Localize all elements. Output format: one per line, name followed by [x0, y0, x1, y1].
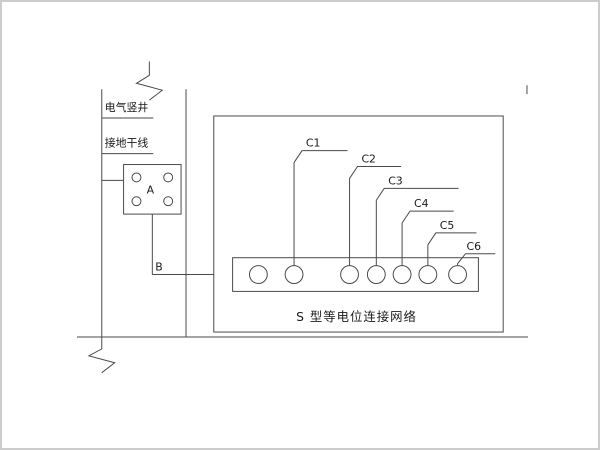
device-a-group: A — [101, 164, 182, 215]
device-a-box — [123, 164, 182, 215]
break-symbol-bottom — [87, 336, 116, 374]
leader-line-c3 — [375, 187, 459, 266]
leader-label-c2: C2 — [361, 153, 376, 166]
leader-c6: C6 — [457, 240, 496, 266]
shaft-label: 电气竖井 — [105, 100, 149, 114]
leader-line-c4 — [401, 210, 454, 266]
leader-c1: C1 — [293, 137, 348, 266]
leader-c4: C4 — [401, 197, 454, 266]
trunk-label: 接地干线 — [105, 136, 149, 150]
busbar-terminal — [284, 265, 304, 284]
leader-line-c5 — [427, 232, 477, 266]
busbar-terminal — [448, 265, 468, 284]
leader-line-c2 — [349, 166, 402, 266]
busbar-terminal — [340, 265, 359, 284]
leader-label-c1: C1 — [306, 137, 321, 150]
shaft-group — [101, 61, 187, 337]
busbar-terminal — [366, 265, 386, 284]
device-a-hole — [163, 196, 174, 207]
leader-label-c5: C5 — [440, 219, 455, 232]
busbar-terminal — [248, 265, 268, 284]
leader-label-c4: C4 — [414, 197, 429, 210]
leader-line-c6 — [457, 253, 496, 266]
leader-c3: C3 — [375, 174, 459, 266]
busbar-terminal — [392, 265, 412, 284]
network-title: S 型等电位连接网络 — [296, 309, 417, 324]
device-a-hole — [163, 172, 174, 183]
busbar-terminal — [418, 265, 438, 284]
leader-label-c6: C6 — [467, 240, 482, 253]
busbar-group — [232, 257, 479, 292]
device-a-hole — [131, 196, 142, 207]
device-a-label: A — [147, 183, 155, 196]
leader-c2: C2 — [349, 153, 402, 266]
network-boundary-box — [213, 115, 504, 333]
leader-label-c3: C3 — [388, 174, 403, 187]
break-symbol-top — [135, 61, 164, 101]
leader-line-c1 — [293, 150, 348, 266]
device-a-hole — [131, 172, 142, 183]
leader-c5: C5 — [427, 219, 477, 266]
node-b-label: B — [155, 261, 162, 274]
